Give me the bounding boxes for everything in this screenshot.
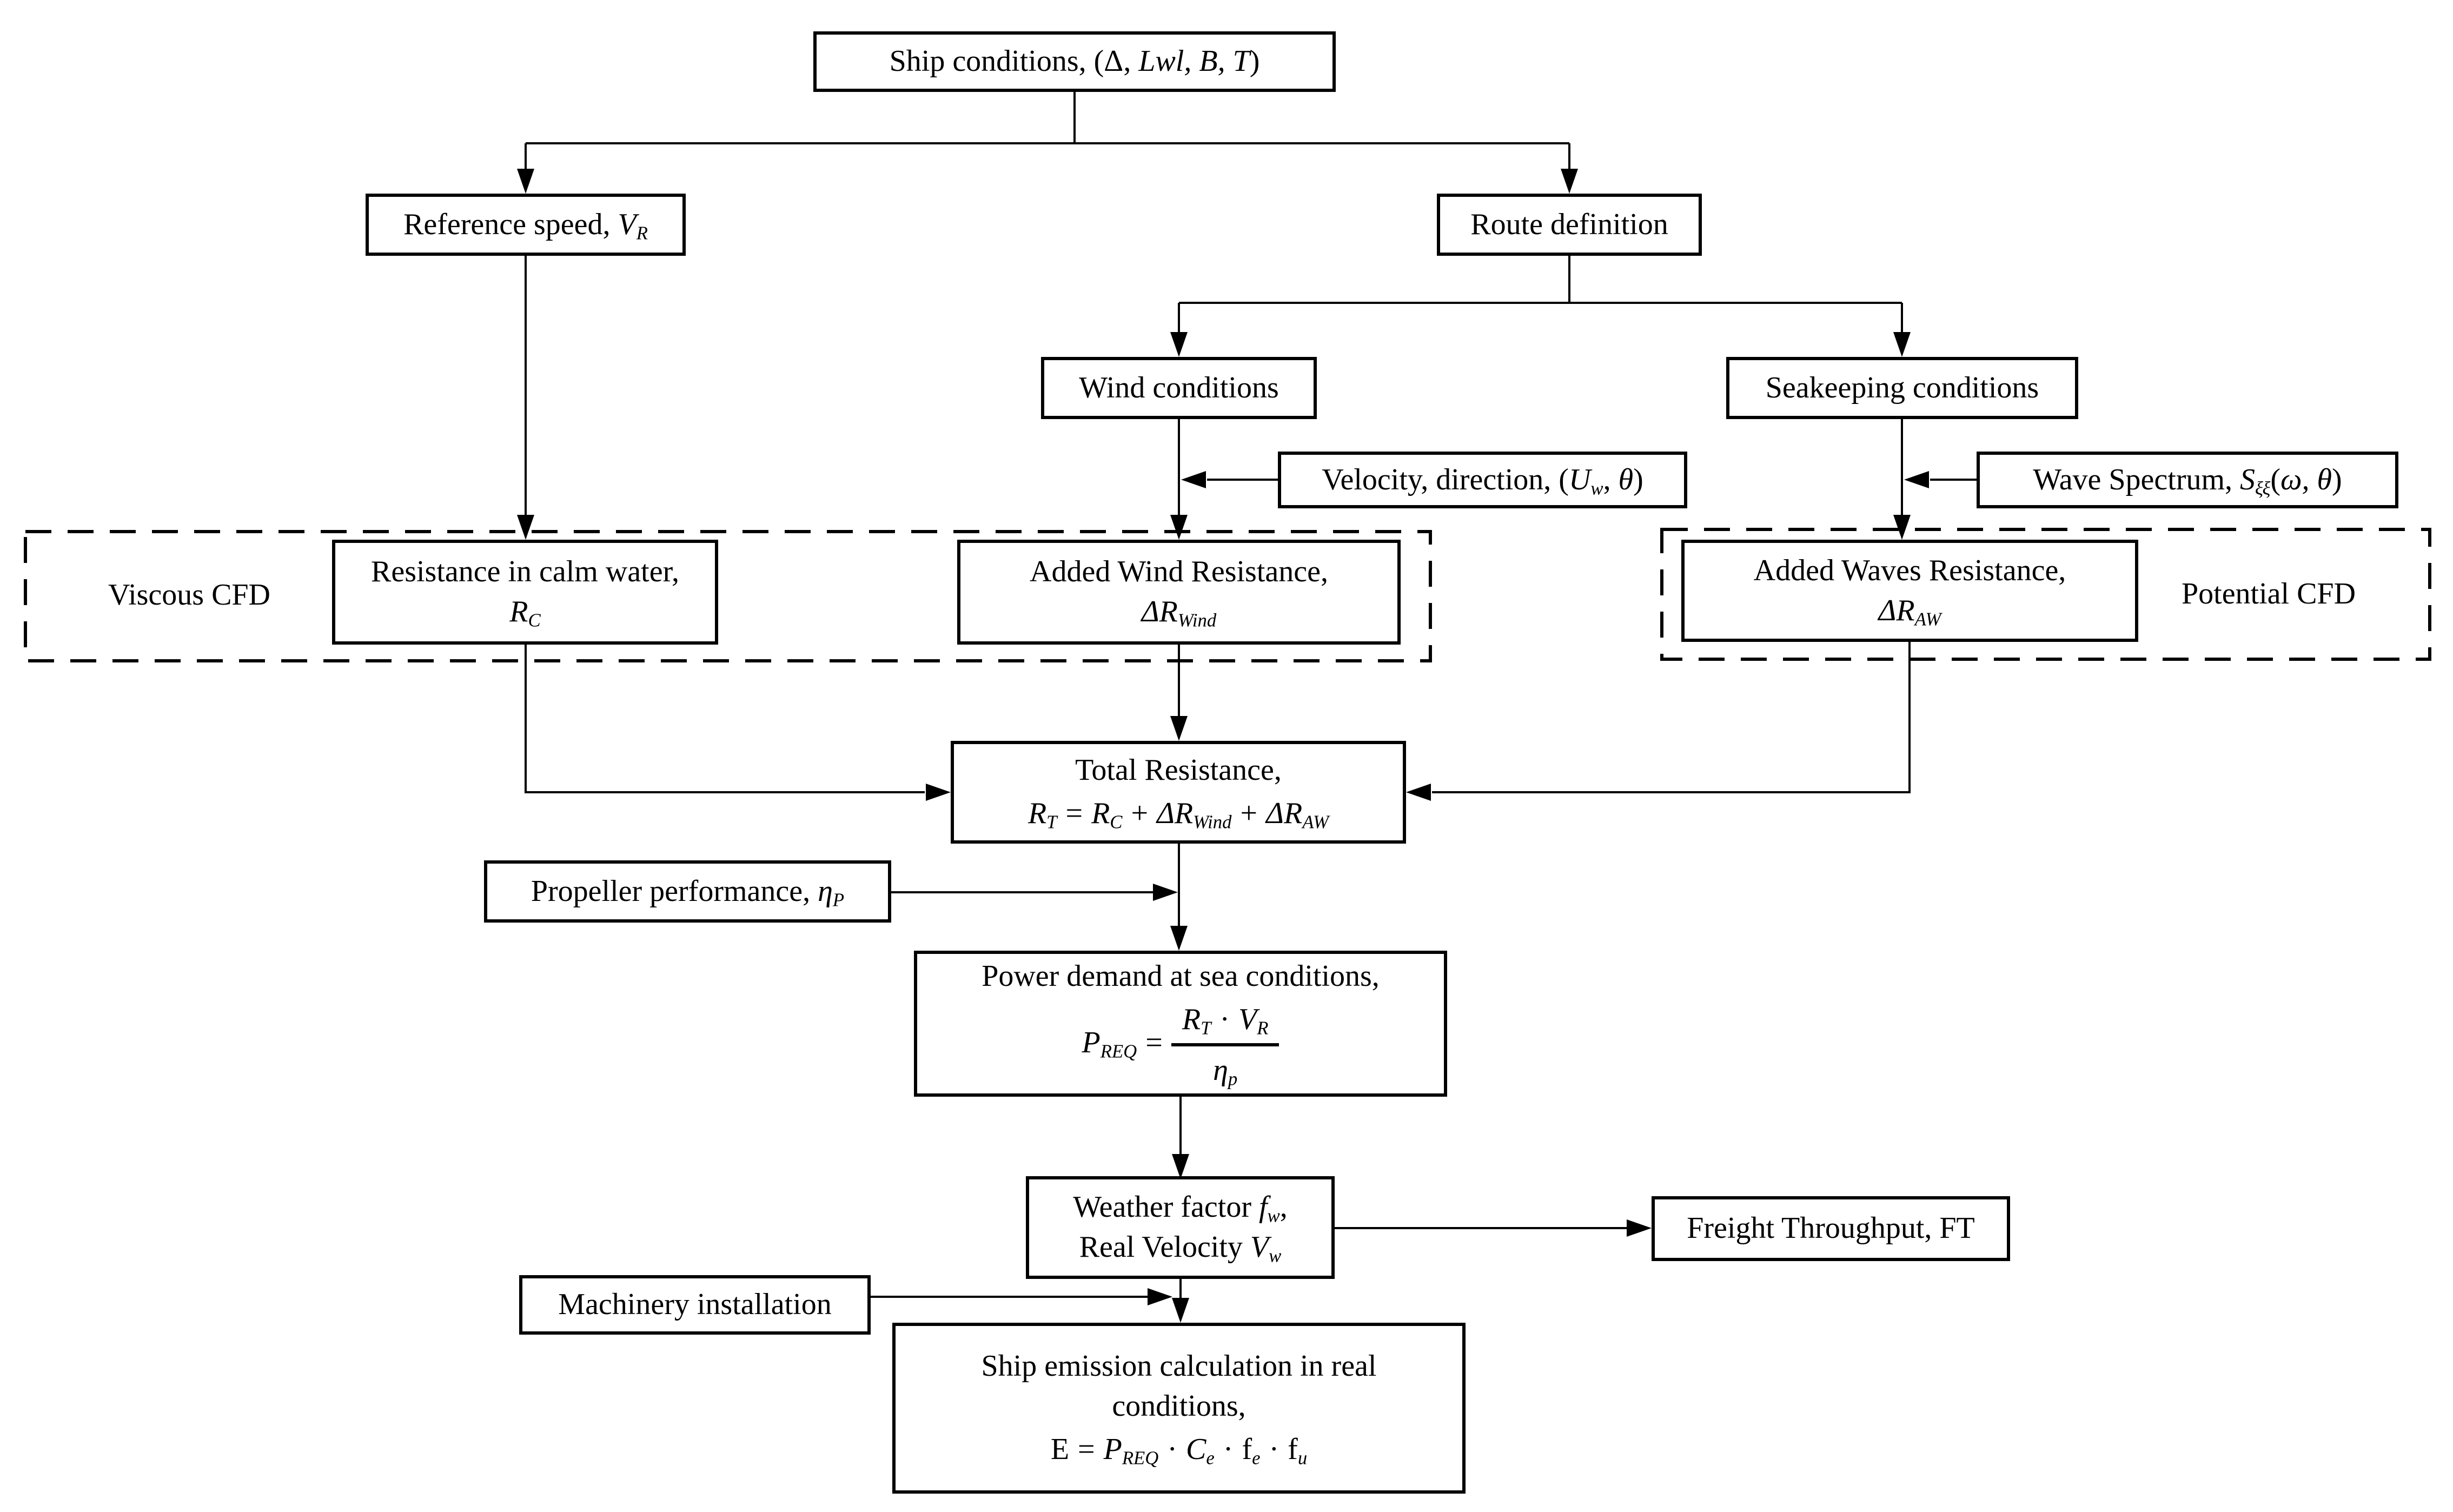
node-seakeeping-conditions: Seakeeping conditions — [1726, 357, 2078, 419]
arrowhead-into-seakeeping — [1893, 332, 1911, 357]
reference-speed-symbol: V — [618, 207, 637, 241]
node-power-demand: Power demand at sea conditions, PREQ=RT·… — [914, 951, 1447, 1097]
arrowhead-velocity-left — [1181, 471, 1206, 488]
node-freight-throughput: Freight Throughput, FT — [1652, 1196, 2010, 1261]
node-wind-conditions: Wind conditions — [1041, 357, 1317, 419]
arrowhead-into-power-demand — [1170, 926, 1188, 951]
node-resistance-calm-water: Resistance in calm water, RC — [332, 540, 718, 645]
total-resistance-formula: RT=RC+ΔRWind+ΔRAW — [1027, 797, 1329, 833]
node-added-wind-resistance: Added Wind Resistance, ΔRWind — [957, 540, 1401, 645]
velocity-direction-label: Velocity, direction, ( — [1322, 462, 1569, 496]
real-velocity-symbol: V — [1250, 1230, 1269, 1264]
node-machinery-installation: Machinery installation — [519, 1275, 871, 1335]
arrowhead-into-total-left — [926, 784, 951, 801]
potential-cfd-label: Potential CFD — [2181, 577, 2356, 611]
connector-addedwaves-to-total — [1432, 642, 1911, 793]
added-wind-resistance-label: Added Wind Resistance, — [1030, 555, 1328, 589]
arrowhead-into-reference-speed — [517, 169, 534, 194]
ship-emission-label-line1: Ship emission calculation in real — [981, 1349, 1377, 1383]
ship-emission-label-line2: conditions, — [1112, 1389, 1246, 1423]
ship-emission-formula: E=PREQ·Ce·fe·fu — [1050, 1432, 1308, 1469]
viscous-cfd-dashed-region — [24, 530, 1432, 662]
potential-cfd-dashed-region — [1660, 528, 2431, 661]
velocity-theta-symbol: θ — [1618, 462, 1634, 496]
arrowhead-into-wind-conditions — [1170, 332, 1188, 357]
node-velocity-direction: Velocity, direction, (Uw, θ) — [1278, 452, 1687, 508]
real-velocity-label: Real Velocity — [1079, 1230, 1250, 1264]
route-definition-label: Route definition — [1470, 207, 1668, 241]
node-propeller-performance: Propeller performance, ηP — [484, 860, 891, 923]
resistance-calm-water-label: Resistance in calm water, — [371, 555, 679, 589]
connector-route-to-branches — [1178, 256, 1903, 354]
node-ship-emission: Ship emission calculation in real condit… — [892, 1323, 1466, 1494]
arrowhead-into-added-waves — [1893, 515, 1911, 540]
ship-conditions-label: Ship conditions, (Δ, — [889, 44, 1139, 78]
arrowhead-machinery-junction — [1148, 1288, 1172, 1305]
node-total-resistance: Total Resistance, RT=RC+ΔRWind+ΔRAW — [951, 741, 1406, 844]
propeller-performance-symbol: η — [818, 874, 833, 908]
node-wave-spectrum: Wave Spectrum, Sξξ(ω, θ) — [1977, 452, 2398, 508]
reference-speed-label: Reference speed, — [403, 207, 618, 241]
node-reference-speed: Reference speed, VR — [366, 194, 686, 256]
resistance-calm-water-symbol: R — [509, 595, 528, 628]
arrowhead-into-weather-factor — [1172, 1154, 1189, 1179]
ship-conditions-vars: Lwl, B, T — [1138, 44, 1250, 78]
weather-factor-label: Weather factor — [1073, 1190, 1259, 1224]
arrowhead-propeller-junction — [1153, 884, 1178, 901]
arrowhead-into-resistance-calm — [517, 515, 534, 540]
arrowhead-into-route-definition — [1561, 169, 1578, 194]
viscous-cfd-label: Viscous CFD — [108, 578, 270, 612]
connector-ship-to-branches — [525, 92, 1570, 190]
node-weather-factor: Weather factor fw, Real Velocity Vw — [1026, 1176, 1335, 1279]
arrowhead-into-emission — [1172, 1298, 1189, 1323]
freight-throughput-label: Freight Throughput, FT — [1687, 1211, 1975, 1245]
node-added-waves-resistance: Added Waves Resistance, ΔRAW — [1681, 540, 2138, 642]
added-waves-resistance-label: Added Waves Resistance, — [1753, 553, 2066, 587]
wave-spectrum-label: Wave Spectrum, — [2033, 462, 2240, 496]
velocity-symbol: U — [1568, 462, 1591, 496]
propeller-performance-label: Propeller performance, — [531, 874, 818, 908]
added-wind-resistance-symbol: ΔR — [1141, 595, 1178, 628]
arrowhead-wavespectrum-left — [1904, 471, 1929, 488]
weather-factor-symbol: f — [1258, 1190, 1268, 1224]
arrowhead-into-added-wind — [1170, 515, 1188, 540]
arrowhead-into-total-right — [1406, 784, 1431, 801]
node-route-definition: Route definition — [1437, 194, 1702, 256]
node-ship-conditions: Ship conditions, (Δ, Lwl, B, T) — [813, 31, 1336, 92]
connector-resistance-to-total — [525, 645, 925, 793]
added-waves-resistance-symbol: ΔR — [1878, 593, 1915, 627]
seakeeping-conditions-label: Seakeeping conditions — [1765, 370, 2039, 404]
arrowhead-into-freight — [1627, 1219, 1652, 1237]
power-demand-label: Power demand at sea conditions, — [982, 959, 1380, 993]
wind-conditions-label: Wind conditions — [1079, 370, 1279, 404]
wave-spectrum-symbol: S — [2240, 462, 2256, 496]
arrowhead-into-total-top — [1170, 716, 1188, 741]
machinery-installation-label: Machinery installation — [558, 1288, 832, 1322]
wave-spectrum-args: ω, θ — [2280, 462, 2332, 496]
total-resistance-label: Total Resistance, — [1075, 753, 1282, 787]
